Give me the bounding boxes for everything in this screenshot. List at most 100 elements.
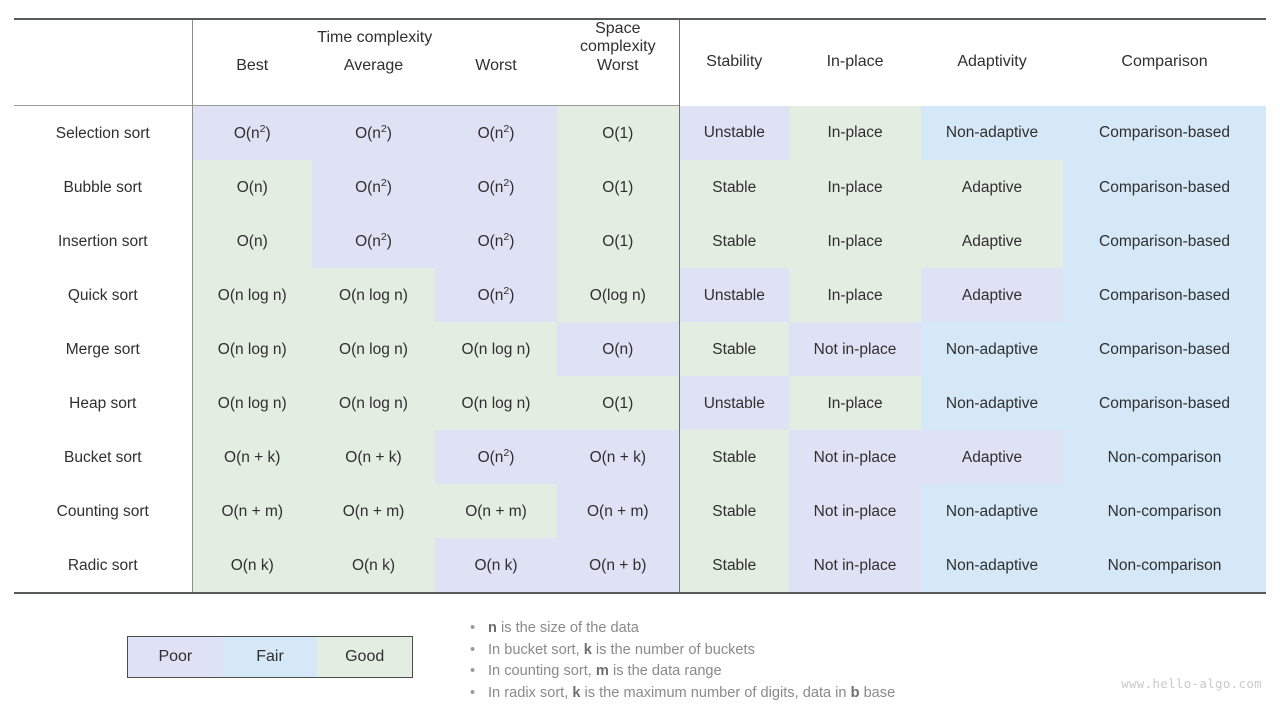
- cell-adaptivity: Adaptive: [921, 214, 1064, 269]
- cell-worst-space: O(n + b): [557, 538, 680, 595]
- footnote-text: In counting sort, m is the data range: [488, 663, 722, 679]
- cell-in-place: Not in-place: [789, 538, 922, 595]
- cell-adaptivity: Non-adaptive: [921, 538, 1064, 595]
- cell-comparison: Comparison-based: [1063, 268, 1267, 323]
- cell-stability: Stable: [678, 538, 790, 595]
- header-group-row: Time complexity Space complexity Stabili…: [14, 19, 1267, 106]
- row-label-radic-sort: Radic sort: [14, 538, 192, 595]
- legend-swatch-good: Good: [317, 637, 413, 677]
- cell-adaptivity: Non-adaptive: [921, 484, 1064, 539]
- cell-best: O(n): [191, 214, 312, 269]
- cell-worst-time: O(n2): [435, 214, 558, 269]
- cell-best: O(n + m): [191, 484, 312, 539]
- cell-stability: Unstable: [678, 376, 790, 431]
- table-header: Time complexity Space complexity Stabili…: [14, 19, 1267, 107]
- cell-stability: Stable: [678, 160, 790, 215]
- cell-worst-time: O(n2): [435, 105, 558, 161]
- legend-swatch-fair: Fair: [222, 637, 318, 677]
- cell-worst-space: O(1): [557, 214, 680, 269]
- cell-adaptivity: Adaptive: [921, 430, 1064, 485]
- cell-average: O(n log n): [312, 268, 435, 323]
- cell-in-place: Not in-place: [789, 430, 922, 485]
- footnote-item: • n is the size of the data: [470, 618, 1070, 640]
- cell-best: O(n log n): [191, 322, 312, 377]
- header-stability: Stability: [678, 19, 790, 106]
- cell-worst-space: O(n + k): [557, 430, 680, 485]
- cell-in-place: In-place: [789, 214, 922, 269]
- header-average: Average: [312, 57, 435, 107]
- cell-best: O(n): [191, 160, 312, 215]
- cell-average: O(n log n): [312, 322, 435, 377]
- footnote-text: n is the size of the data: [488, 620, 639, 636]
- cell-average: O(n2): [312, 214, 435, 269]
- comparison-table-container: Time complexity Space complexity Stabili…: [14, 18, 1267, 595]
- bullet-icon: •: [470, 620, 476, 636]
- cell-in-place: In-place: [789, 268, 922, 323]
- header-worst-space: Worst: [557, 57, 680, 107]
- cell-worst-time: O(n + m): [435, 484, 558, 539]
- cell-stability: Stable: [678, 484, 790, 539]
- row-label-counting-sort: Counting sort: [14, 484, 192, 539]
- bullet-icon: •: [470, 641, 476, 658]
- sorting-comparison-table: Time complexity Space complexity Stabili…: [14, 18, 1267, 595]
- row-label-merge-sort: Merge sort: [14, 322, 192, 377]
- row-label-insertion-sort: Insertion sort: [14, 214, 192, 269]
- cell-in-place: In-place: [789, 160, 922, 215]
- bullet-icon: •: [470, 684, 476, 701]
- cell-average: O(n2): [312, 160, 435, 215]
- cell-average: O(n k): [312, 538, 435, 595]
- cell-best: O(n2): [191, 105, 312, 161]
- cell-comparison: Non-comparison: [1063, 538, 1267, 595]
- cell-stability: Stable: [678, 430, 790, 485]
- cell-average: O(n log n): [312, 376, 435, 431]
- cell-stability: Stable: [678, 322, 790, 377]
- cell-adaptivity: Non-adaptive: [921, 105, 1064, 161]
- legend-swatch-poor: Poor: [128, 637, 223, 677]
- cell-average: O(n + k): [312, 430, 435, 485]
- cell-in-place: In-place: [789, 105, 922, 161]
- cell-stability: Stable: [678, 214, 790, 269]
- cell-adaptivity: Adaptive: [921, 268, 1064, 323]
- cell-worst-space: O(log n): [557, 268, 680, 323]
- header-in-place: In-place: [789, 19, 922, 106]
- cell-comparison: Comparison-based: [1063, 322, 1267, 377]
- header-best: Best: [191, 57, 312, 107]
- cell-best: O(n log n): [191, 376, 312, 431]
- row-label-quick-sort: Quick sort: [14, 268, 192, 323]
- cell-in-place: Not in-place: [789, 484, 922, 539]
- row-label-selection-sort: Selection sort: [14, 105, 192, 161]
- header-corner-cell-2: [14, 57, 192, 107]
- cell-worst-space: O(n + m): [557, 484, 680, 539]
- cell-worst-time: O(n2): [435, 160, 558, 215]
- header-time-complexity: Time complexity: [191, 19, 558, 58]
- header-corner-cell: [14, 19, 192, 58]
- bullet-icon: •: [470, 663, 476, 679]
- header-worst-time: Worst: [435, 57, 558, 107]
- cell-worst-space: O(1): [557, 376, 680, 431]
- cell-best: O(n + k): [191, 430, 312, 485]
- footnote-text: In radix sort, k is the maximum number o…: [488, 684, 896, 701]
- footnote-item: • In counting sort, m is the data range: [470, 661, 1070, 683]
- cell-best: O(n k): [191, 538, 312, 595]
- cell-worst-time: O(n log n): [435, 376, 558, 431]
- cell-worst-time: O(n log n): [435, 322, 558, 377]
- cell-worst-time: O(n k): [435, 538, 558, 595]
- cell-comparison: Non-comparison: [1063, 430, 1267, 485]
- footnotes-list: •n is the size of the data•In bucket sor…: [470, 618, 1070, 704]
- cell-comparison: Comparison-based: [1063, 105, 1267, 161]
- header-adaptivity: Adaptivity: [921, 19, 1064, 106]
- header-sub-row: Best Average Worst Worst: [14, 57, 1266, 107]
- footnote-item: • In radix sort, k is the maximum number …: [470, 683, 1070, 705]
- cell-average: O(n2): [312, 105, 435, 161]
- cell-comparison: Non-comparison: [1063, 484, 1267, 539]
- cell-worst-space: O(n): [557, 322, 680, 377]
- cell-adaptivity: Adaptive: [921, 160, 1064, 215]
